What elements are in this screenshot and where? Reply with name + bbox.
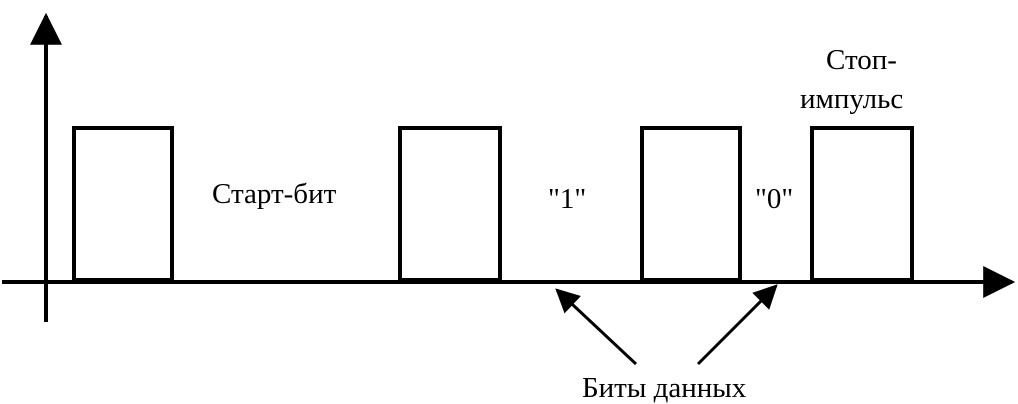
pulse-3 [640,126,742,282]
start-bit-label: Старт-бит [212,178,337,210]
stop-label-line2: импульс [800,83,903,115]
data-bits-arrow-left [555,288,638,366]
data-bits-arrow-right [696,284,778,366]
pulse-2 [398,126,502,282]
bit-one-label: "1" [548,183,586,215]
bit-zero-label: "0" [755,183,793,215]
pulse-4 [810,126,914,282]
pulse-1 [72,126,174,282]
data-bits-label: Биты данных [582,372,747,404]
stop-label-line1: Стоп- [826,44,897,76]
